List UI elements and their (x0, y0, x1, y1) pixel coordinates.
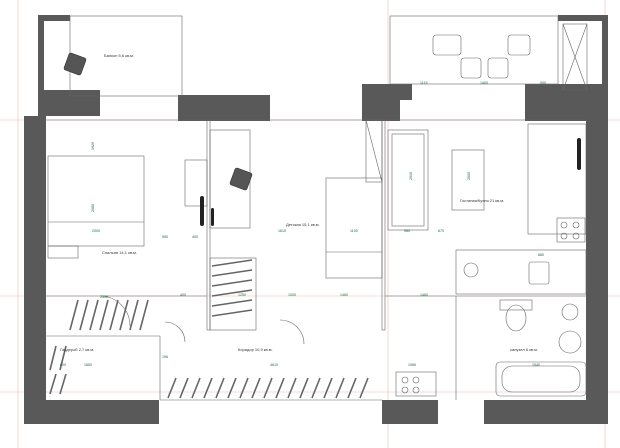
dim-label: 600 (60, 363, 66, 367)
dim-label: 1066 (408, 363, 416, 367)
dim-label: 1610 (278, 229, 286, 233)
dim-label: 400 (180, 293, 186, 297)
dim-label: 4610 (270, 363, 278, 367)
dim-label: 196 (162, 355, 168, 359)
dim-label: 1650 (84, 363, 92, 367)
radiator-icon (200, 138, 581, 226)
dim-label: 980 (404, 229, 410, 233)
dim-label: 950 (162, 235, 168, 239)
pillar-top-center-left (178, 95, 270, 121)
room-label-bedroom: Спальня 14,1 кв.м. (102, 250, 137, 255)
wall-bottom-center (382, 400, 438, 424)
partitions-and-furniture (46, 15, 588, 401)
room-label-balcony: Балкон 5,6 кв.м. (104, 53, 134, 58)
closet-hatching (49, 259, 369, 399)
chair-icon (63, 52, 253, 191)
room-labels: Балкон 5,6 кв.м. Спальня 14,1 кв.м. Детс… (60, 53, 538, 352)
dim-label: 1000 (288, 293, 296, 297)
dim-label: 670 (438, 229, 444, 233)
wall-right-outer (586, 116, 608, 424)
room-label-nursery: Детская 15,1 кв.м. (286, 222, 320, 227)
dim-label: 2080 (91, 204, 95, 212)
dim-label: 1460 (340, 293, 348, 297)
dim-label: 1100 (350, 229, 358, 233)
wall-bottom-left (24, 400, 159, 424)
dimension-labels: 1115 1400 900 2000 2350 950 400 1610 110… (60, 81, 546, 367)
dim-label: 1115 (420, 81, 427, 85)
dim-label: 680 (538, 253, 544, 257)
room-label-bathroom: санузел 6 кв.м. (510, 347, 538, 352)
wall-balcony-left (38, 15, 70, 21)
dim-label: 1250 (238, 293, 246, 297)
wall-balcony-right (558, 15, 608, 21)
dim-label: 1460 (420, 293, 428, 297)
dim-label: 2000 (92, 229, 100, 233)
dim-label: 1920 (91, 142, 95, 150)
dim-label: 1400 (480, 81, 488, 85)
room-label-living: Гостиная/Кухня 21 кв.м. (460, 198, 504, 203)
dim-label: 2350 (100, 295, 108, 299)
wall-bottom-right (484, 400, 608, 424)
dim-label: 400 (192, 235, 198, 239)
dim-label: 1540 (532, 363, 540, 367)
walls (24, 15, 608, 424)
wall-left-outer (24, 116, 46, 424)
room-label-wardrobe: Гардероб 2,7 кв.м. (60, 347, 94, 352)
room-label-corridor: Коридор 10,9 кв.м. (238, 347, 273, 352)
dimension-labels-vertical: 1920 2080 2010 2500 (91, 142, 471, 212)
dim-label: 2010 (409, 172, 413, 180)
dim-label: 900 (540, 81, 546, 85)
dim-label: 2500 (467, 172, 471, 180)
